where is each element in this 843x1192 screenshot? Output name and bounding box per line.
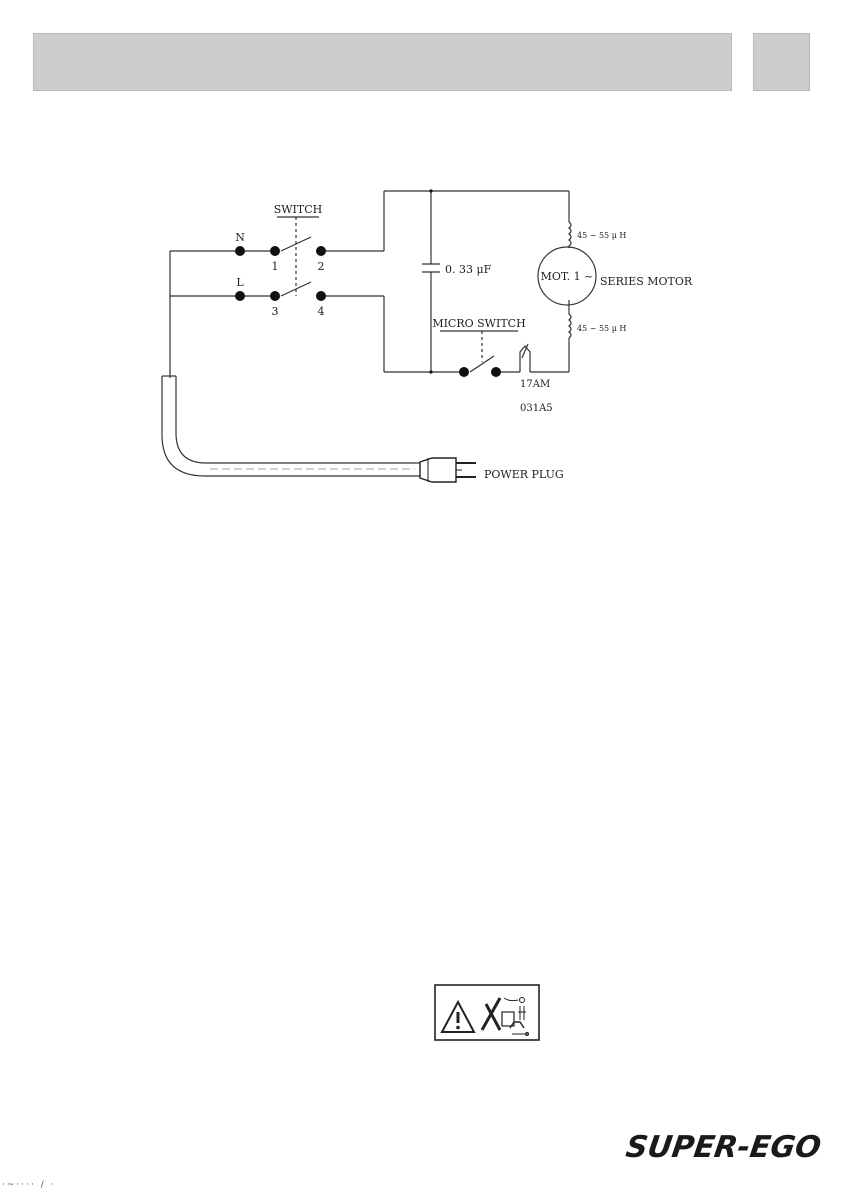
- label-switch: SWITCH: [274, 203, 323, 216]
- motor-label: MOT. 1 ~: [541, 270, 594, 283]
- micro-switch-label: MICRO SWITCH: [432, 317, 525, 330]
- power-cord: [162, 376, 420, 476]
- label-n: N: [235, 231, 245, 244]
- terminal-2-label: 2: [318, 260, 325, 273]
- terminal-dots: [235, 189, 501, 377]
- power-plug-icon: [420, 458, 476, 482]
- thermal-label-2: 031A5: [520, 403, 553, 414]
- brand-logo: SUPER-EGO: [623, 1130, 814, 1166]
- power-plug-label: POWER PLUG: [484, 468, 564, 481]
- circuit-wires: [170, 191, 596, 378]
- footer-code: ·~···· / ·: [2, 1180, 55, 1190]
- capacitor-label: 0. 33 μF: [445, 263, 492, 276]
- terminal-1-label: 1: [272, 260, 279, 273]
- inductor-top-label: 45 ~ 55 μ H: [577, 231, 626, 240]
- inductor-bottom-label: 45 ~ 55 μ H: [577, 324, 626, 333]
- terminal-3-label: 3: [272, 305, 279, 318]
- wiring-diagram: N L SWITCH 1 2 3 4 0. 33 μF 45 ~ 55 μ H …: [0, 0, 843, 560]
- warning-pictogram: [434, 984, 540, 1041]
- thermal-label-1: 17AM: [520, 379, 550, 390]
- terminal-4-label: 4: [318, 305, 325, 318]
- label-l: L: [236, 276, 244, 289]
- series-motor-label: SERIES MOTOR: [600, 275, 693, 288]
